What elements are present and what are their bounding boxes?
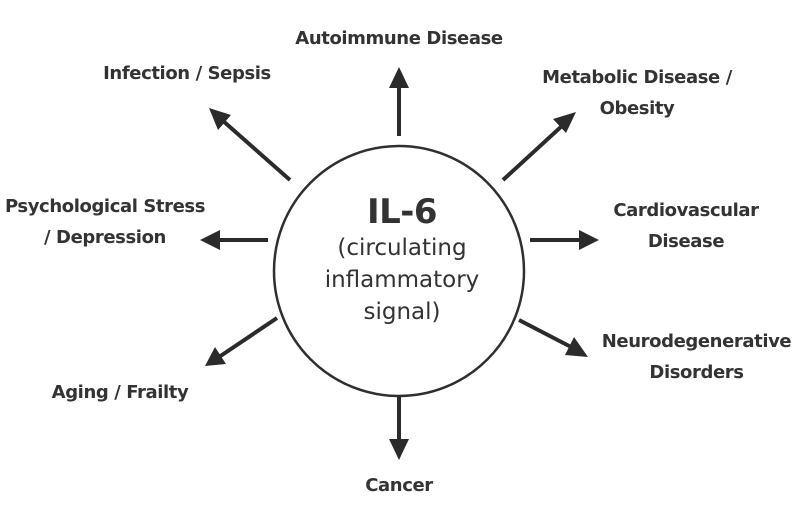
outcome-label-line: Infection / Sepsis — [103, 63, 271, 84]
outcome-label-line: Psychological Stress — [4, 196, 206, 217]
outcome-label-line: Cardiovascular — [613, 200, 759, 221]
center-label: IL-6 (circulating inflammatory signal) — [280, 192, 524, 328]
outcome-label-line: Aging / Frailty — [51, 382, 189, 403]
outcome-label-cancer: Cancer — [340, 470, 458, 501]
outcome-label-line: Autoimmune Disease — [295, 28, 503, 49]
arrow-to-metabolic — [501, 112, 576, 182]
arrow-to-infection — [209, 108, 292, 182]
outcome-label-neurodegenerative: Neurodegenerative Disorders — [598, 326, 795, 388]
arrow-to-cardio — [530, 230, 599, 250]
center-title: IL-6 — [366, 192, 438, 232]
outcome-label-line: Cancer — [365, 475, 433, 496]
outcome-label-cardiovascular: Cardiovascular Disease — [600, 195, 772, 257]
outcome-label-psychological-stress: Psychological Stress / Depression — [0, 191, 210, 253]
outcome-label-line: Neurodegenerative — [601, 331, 792, 352]
arrow-to-aging — [205, 316, 279, 366]
arrow-to-cancer — [389, 395, 409, 460]
outcome-label-aging: Aging / Frailty — [40, 377, 200, 408]
arrow-to-psych — [200, 230, 268, 250]
outcome-label-line: Disease — [647, 231, 725, 252]
arrow-to-autoimmune — [389, 67, 409, 136]
outcome-label-line: / Depression — [44, 227, 166, 248]
outcome-label-line: Metabolic Disease / — [542, 67, 732, 88]
center-subtitle-line-2: inflammatory — [324, 267, 480, 293]
outcome-label-metabolic: Metabolic Disease / Obesity — [530, 62, 744, 124]
outcome-label-autoimmune: Autoimmune Disease — [286, 23, 512, 54]
center-subtitle-line-1: (circulating — [337, 235, 467, 261]
center-subtitle-line-3: signal) — [363, 299, 441, 325]
outcome-label-line: Obesity — [599, 98, 675, 119]
outcome-label-infection: Infection / Sepsis — [94, 58, 280, 89]
arrow-to-neuro — [518, 318, 588, 357]
outcome-label-line: Disorders — [649, 362, 744, 383]
